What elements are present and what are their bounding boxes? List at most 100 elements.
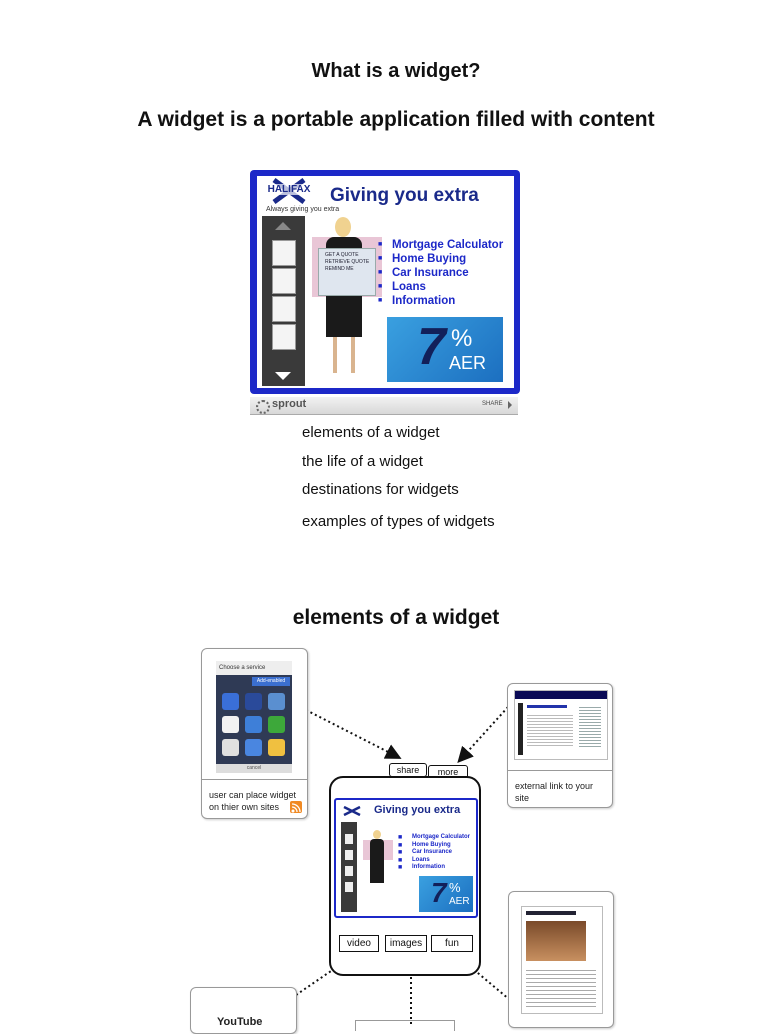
thumbnail[interactable] <box>272 324 296 350</box>
mini-sidebar <box>341 822 357 912</box>
rate-box: 7 % AER <box>387 317 503 382</box>
service-picker: Choose a service Add-enabled cancel <box>216 661 292 773</box>
site-column <box>579 705 601 749</box>
sign-line: RETRIEVE QUOTE <box>325 259 370 265</box>
mini-title: Giving you extra <box>374 804 461 816</box>
share-button[interactable]: SHARE <box>482 401 503 407</box>
service-tile[interactable] <box>222 693 239 710</box>
mini-menu-item: Home Buying <box>398 842 470 850</box>
section-title: elements of a widget <box>292 606 500 629</box>
rate-aer: AER <box>449 353 487 373</box>
thumbnail[interactable] <box>272 268 296 294</box>
menu-item[interactable]: Mortgage Calculator <box>378 238 503 252</box>
card-divider <box>508 770 612 771</box>
rss-icon <box>290 801 302 813</box>
room-photo <box>526 921 586 961</box>
brand-tagline: Always giving you extra <box>266 206 340 213</box>
widget-menu: Mortgage Calculator Home Buying Car Insu… <box>378 238 503 308</box>
external-link-card: external link to your site <box>507 683 613 808</box>
picker-badge: Add-enabled <box>252 677 290 686</box>
sign-line: GET A QUOTE <box>325 252 359 258</box>
bottom-card <box>355 1020 455 1031</box>
person-leg <box>351 337 355 373</box>
toc-item: examples of types of widgets <box>302 513 495 530</box>
mini-menu-item: Mortgage Calculator <box>398 834 470 842</box>
mini-thumb <box>345 866 353 876</box>
youtube-logo-text: YouTube <box>217 1016 263 1028</box>
menu-item[interactable]: Car Insurance <box>378 266 503 280</box>
menu-item[interactable]: Loans <box>378 280 503 294</box>
service-tile[interactable] <box>268 716 285 733</box>
halifax-logo: HALIFAX <box>266 177 312 205</box>
card-caption: site <box>515 793 530 803</box>
images-button[interactable]: images <box>385 935 427 952</box>
mini-thumb <box>345 850 353 860</box>
site-header <box>515 691 607 699</box>
video-card: YouTube <box>190 987 297 1034</box>
site-screenshot <box>514 690 608 760</box>
mini-thumb <box>345 882 353 892</box>
embed-card: Choose a service Add-enabled cancel user… <box>201 648 308 819</box>
site-text <box>527 713 573 747</box>
mini-rate-box: 7 % AER <box>419 876 473 912</box>
share-tab[interactable]: share <box>389 763 427 777</box>
card-caption: external link to your <box>515 781 594 791</box>
page-subheading: A widget is a portable application fille… <box>137 108 655 131</box>
content-card <box>508 891 614 1028</box>
thumbnail-sidebar[interactable] <box>262 216 305 386</box>
scroll-up-icon[interactable] <box>275 222 291 230</box>
person-head <box>335 217 351 237</box>
mini-widget[interactable]: Giving you extra Mortgage Calculator Hom… <box>334 798 478 918</box>
thumbnail[interactable] <box>272 240 296 266</box>
quote-sign: GET A QUOTE RETRIEVE QUOTE REMIND ME <box>318 248 376 296</box>
video-button[interactable]: video <box>339 935 379 952</box>
brand-name: HALIFAX <box>266 184 312 195</box>
youtube-logo: YouTube <box>217 1016 262 1028</box>
service-tile[interactable] <box>245 716 262 733</box>
page-screenshot <box>521 906 603 1014</box>
picker-header: Choose a service <box>216 661 292 675</box>
more-tab[interactable]: more <box>428 765 468 779</box>
mini-rate-percent: % <box>449 880 461 895</box>
mini-body <box>370 839 384 883</box>
page-heading: What is a widget? <box>311 60 481 82</box>
scroll-down-icon[interactable] <box>275 372 291 380</box>
page-text <box>526 967 596 1007</box>
sprout-icon <box>256 400 270 414</box>
card-divider <box>202 779 307 780</box>
mini-rate-number: 7 <box>431 877 447 908</box>
service-tile[interactable] <box>222 739 239 756</box>
share-arrow-icon <box>508 401 512 409</box>
mini-rate-aer: AER <box>449 896 470 907</box>
service-tile[interactable] <box>268 693 285 710</box>
rate-number: 7 <box>417 318 446 376</box>
mini-menu-item: Information <box>398 864 470 872</box>
mini-head <box>373 830 381 839</box>
picker-cancel[interactable]: cancel <box>216 764 292 773</box>
site-line <box>527 705 567 708</box>
widget-footer: sprout SHARE <box>250 397 518 415</box>
sprout-brand: sprout <box>272 398 307 410</box>
rate-percent: % <box>451 325 473 352</box>
mini-menu-item: Loans <box>398 857 470 865</box>
fun-button[interactable]: fun <box>431 935 473 952</box>
service-tile[interactable] <box>245 693 262 710</box>
toc-item: the life of a widget <box>302 453 423 470</box>
mini-logo <box>341 803 363 817</box>
person-leg <box>333 337 337 373</box>
menu-item[interactable]: Home Buying <box>378 252 503 266</box>
service-tile[interactable] <box>245 739 262 756</box>
sign-line: REMIND ME <box>325 266 354 272</box>
mini-menu-item: Car Insurance <box>398 849 470 857</box>
service-tile[interactable] <box>222 716 239 733</box>
toc-item: elements of a widget <box>302 424 440 441</box>
service-tile[interactable] <box>268 739 285 756</box>
page-title-line <box>526 911 576 915</box>
thumbnail[interactable] <box>272 296 296 322</box>
toc-item: destinations for widgets <box>302 481 459 498</box>
card-caption: user can place widget <box>209 790 297 800</box>
menu-item[interactable]: Information <box>378 294 503 308</box>
mini-thumb <box>345 834 353 844</box>
mini-menu: Mortgage Calculator Home Buying Car Insu… <box>398 834 470 872</box>
site-sidebar <box>518 703 523 755</box>
